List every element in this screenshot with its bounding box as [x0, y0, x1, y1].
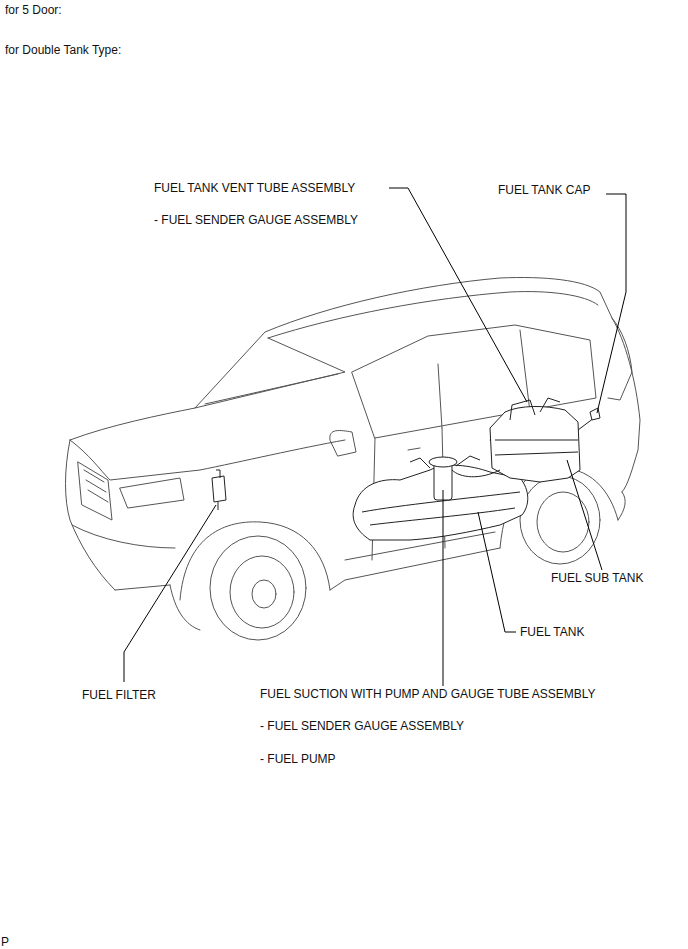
- part-label: - FUEL SENDER GAUGE ASSEMBLY: [154, 213, 358, 227]
- heading-note: for 5 Door:: [5, 3, 62, 17]
- part-label: FUEL TANK CAP: [498, 183, 590, 197]
- heading-note: for Double Tank Type:: [5, 43, 121, 57]
- part-label: FUEL SUCTION WITH PUMP AND GAUGE TUBE AS…: [260, 687, 596, 701]
- page-mark: P: [1, 935, 9, 949]
- part-label: FUEL SUB TANK: [551, 571, 643, 585]
- part-label: FUEL TANK: [520, 625, 584, 639]
- part-label: FUEL FILTER: [82, 688, 156, 702]
- part-label: - FUEL SENDER GAUGE ASSEMBLY: [260, 719, 464, 733]
- part-label: - FUEL PUMP: [260, 752, 336, 766]
- part-label: FUEL TANK VENT TUBE ASSEMBLY: [154, 181, 355, 195]
